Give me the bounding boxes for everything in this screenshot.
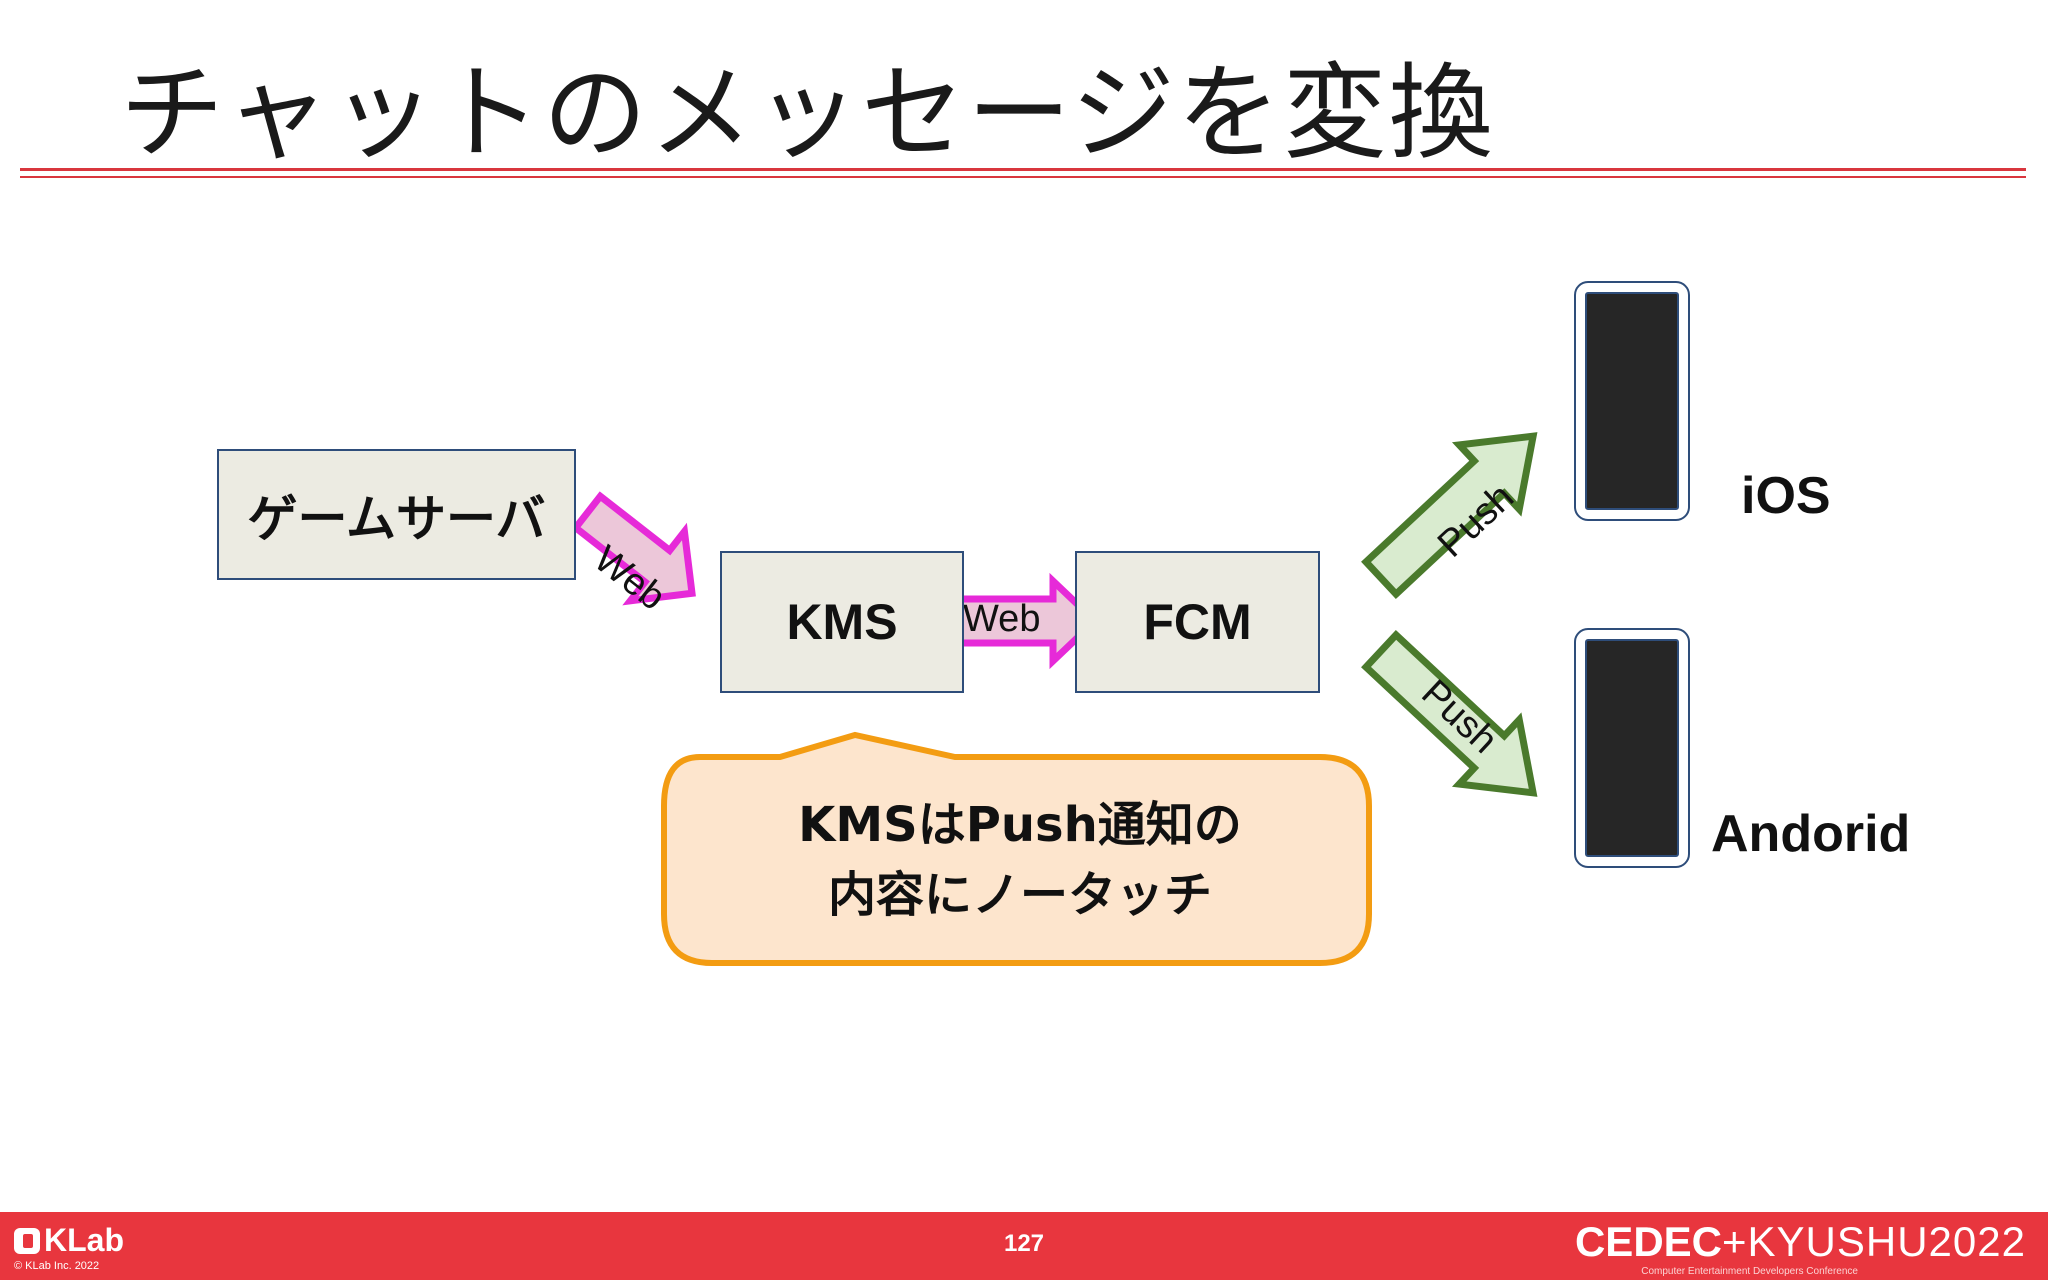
kms-node: KMS	[720, 551, 964, 693]
page-number: 127	[1003, 1230, 1045, 1257]
cedec-logo-bold: CEDEC	[1574, 1218, 1722, 1265]
cedec-subtitle: Computer Entertainment Developers Confer…	[1641, 1266, 1858, 1277]
fcm-node: FCM	[1075, 551, 1320, 693]
cedec-kyushu-logo: CEDEC+KYUSHU2022	[1575, 1218, 2026, 1266]
klab-brand-text: KLab	[44, 1222, 124, 1258]
web-arrow-game-to-kms	[570, 491, 696, 606]
klab-mark-icon	[14, 1227, 40, 1254]
push-arrow-fcm-to-android	[1361, 629, 1538, 797]
title-divider-thin	[20, 176, 2026, 178]
web-label-kms-to-fcm: Web	[963, 598, 1041, 640]
slide-title: チャットのメッセージを変換	[120, 52, 1495, 174]
game-server-node: ゲームサーバ	[217, 449, 576, 580]
slide-footer: KLab © KLab Inc. 2022 127 CEDEC+KYUSHU20…	[0, 1212, 2048, 1280]
klab-logo: KLab	[14, 1222, 124, 1259]
ios-phone-icon	[1574, 281, 1690, 521]
callout-line-2: 内容にノータッチ	[827, 867, 1212, 923]
callout-text: KMSはPush通知の 内容にノータッチ	[700, 790, 1340, 930]
ios-phone-screen	[1585, 292, 1679, 510]
push-arrow-fcm-to-ios	[1361, 432, 1538, 600]
callout-bubble	[661, 731, 1372, 966]
cedec-logo-light: +KYUSHU2022	[1722, 1218, 2026, 1265]
android-label: Andorid	[1711, 805, 1911, 863]
title-divider	[20, 168, 2026, 171]
callout-line-1: KMSはPush通知の	[798, 797, 1242, 853]
copyright-text: © KLab Inc. 2022	[14, 1260, 100, 1272]
android-phone-screen	[1585, 639, 1679, 857]
ios-label: iOS	[1741, 467, 1831, 525]
android-phone-icon	[1574, 628, 1690, 868]
